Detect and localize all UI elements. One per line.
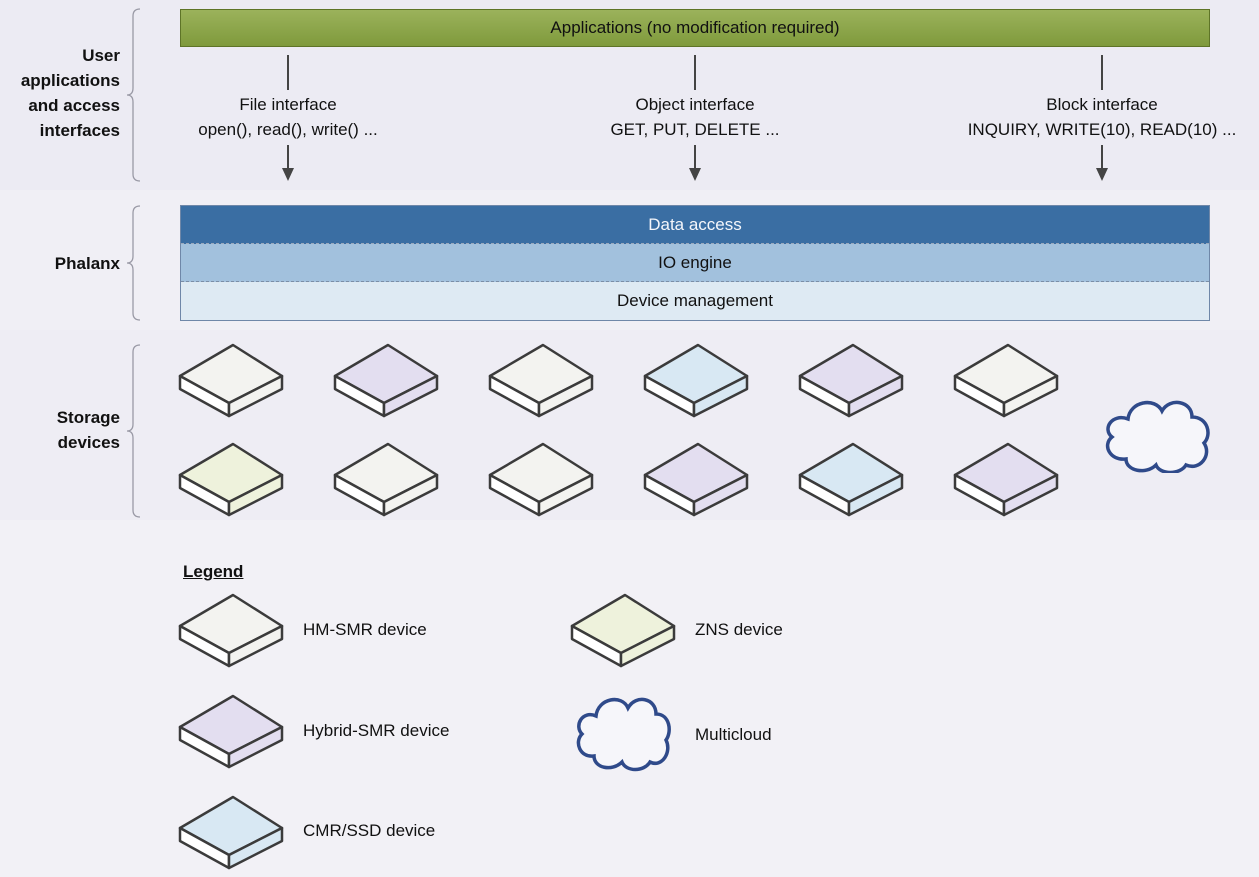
data-access-layer: Data access [181, 206, 1209, 244]
legend-zns-icon [570, 593, 676, 668]
io-engine-layer: IO engine [181, 244, 1209, 282]
hybrid-smr-device-icon [643, 442, 749, 517]
hm-smr-device-icon [488, 343, 594, 418]
hm-smr-device-icon [178, 343, 284, 418]
file-interface-ops: open(), read(), write() ... [198, 120, 378, 139]
block-interface-name: Block interface [1046, 95, 1158, 114]
legend-title: Legend [183, 562, 244, 581]
legend-hm-smr-label: HM-SMR device [303, 620, 427, 639]
block-interface-ops: INQUIRY, WRITE(10), READ(10) ... [967, 120, 1237, 139]
phalanx-stack: Data access IO engine Device management [180, 205, 1210, 321]
user-layer-label-line: User [82, 46, 120, 65]
storage-layer-label: Storage devices [0, 405, 120, 455]
user-layer-brace [126, 8, 141, 182]
storage-layer-label-line: devices [57, 433, 120, 452]
applications-bar: Applications (no modification required) [180, 9, 1210, 47]
legend-hybrid-smr-label: Hybrid-SMR device [303, 721, 450, 740]
user-layer-label-line: and access [28, 96, 120, 115]
cmr-ssd-device-icon [643, 343, 749, 418]
cmr-ssd-device-icon [798, 442, 904, 517]
object-interface: Object interface GET, PUT, DELETE ... [575, 92, 815, 142]
object-interface-ops: GET, PUT, DELETE ... [610, 120, 780, 139]
zns-device-icon [178, 442, 284, 517]
interface-arrows [282, 55, 1108, 181]
storage-layer-brace [126, 344, 141, 518]
hm-smr-device-icon [488, 442, 594, 517]
device-management-layer: Device management [181, 282, 1209, 320]
block-interface: Block interface INQUIRY, WRITE(10), READ… [942, 92, 1259, 142]
phalanx-layer-brace [126, 205, 141, 321]
hm-smr-device-icon [953, 343, 1059, 418]
hm-smr-device-icon [333, 442, 439, 517]
legend-hm-smr-icon [178, 593, 284, 668]
legend-multicloud-icon [576, 697, 671, 772]
legend-cmr-ssd-label: CMR/SSD device [303, 821, 436, 840]
object-interface-name: Object interface [635, 95, 755, 114]
legend-multicloud-label: Multicloud [695, 725, 772, 744]
multicloud-cloud-icon [1105, 400, 1210, 473]
user-layer-label: User applications and access interfaces [0, 43, 120, 143]
user-layer-label-line: interfaces [39, 121, 120, 140]
legend-hybrid-smr-icon [178, 694, 284, 769]
hybrid-smr-device-icon [953, 442, 1059, 517]
hybrid-smr-device-icon [333, 343, 439, 418]
storage-layer-label-line: Storage [56, 408, 120, 427]
file-interface-name: File interface [239, 95, 337, 114]
file-interface: File interface open(), read(), write() .… [168, 92, 408, 142]
user-layer-label-line: applications [20, 71, 120, 90]
phalanx-layer-label: Phalanx [54, 254, 120, 273]
hybrid-smr-device-icon [798, 343, 904, 418]
legend-zns-label: ZNS device [695, 620, 783, 639]
legend-cmr-ssd-icon [178, 795, 284, 870]
